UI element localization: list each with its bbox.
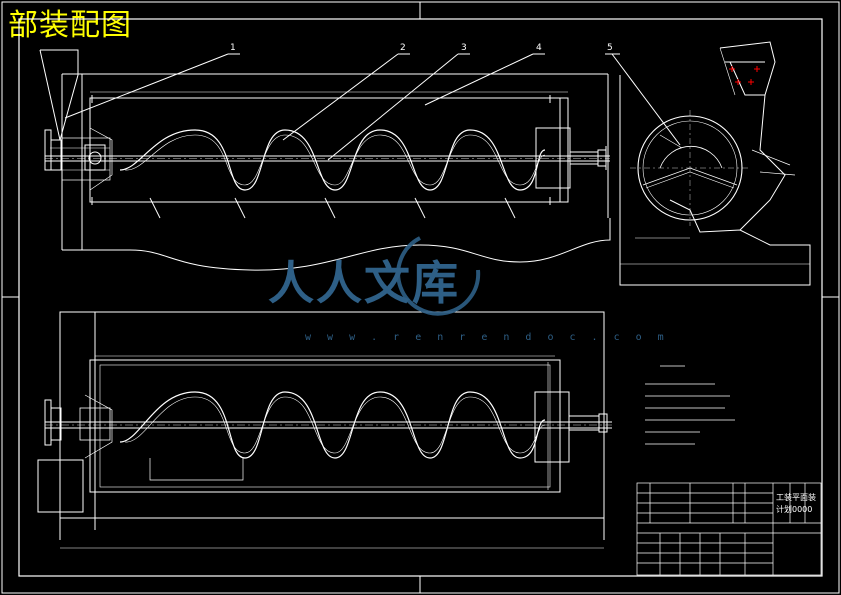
technical-notes bbox=[645, 365, 735, 445]
balloon-2: 2 bbox=[400, 43, 406, 53]
title-block-text: 工装平面装 计划0000 bbox=[776, 492, 816, 514]
balloon-labels: 1 2 3 4 5 bbox=[230, 43, 613, 53]
title-block-name-1: 工装平面装 bbox=[776, 492, 816, 502]
title-block bbox=[636, 482, 822, 576]
title-block-name-2: 计划0000 bbox=[776, 504, 812, 514]
balloon-4: 4 bbox=[536, 43, 542, 53]
lower-view bbox=[37, 311, 612, 549]
drawing-title: 部装配图 bbox=[8, 8, 132, 43]
balloon-3: 3 bbox=[461, 43, 467, 53]
watermark-url: w w w . r e n r e n d o c . c o m bbox=[305, 332, 669, 343]
red-markers bbox=[729, 66, 760, 85]
watermark-emblem bbox=[396, 236, 481, 316]
upper-view bbox=[39, 49, 681, 271]
balloon-1: 1 bbox=[230, 43, 236, 53]
side-view bbox=[619, 41, 811, 286]
watermark-text: 人人文库 bbox=[268, 256, 460, 310]
balloon-5: 5 bbox=[607, 43, 613, 53]
